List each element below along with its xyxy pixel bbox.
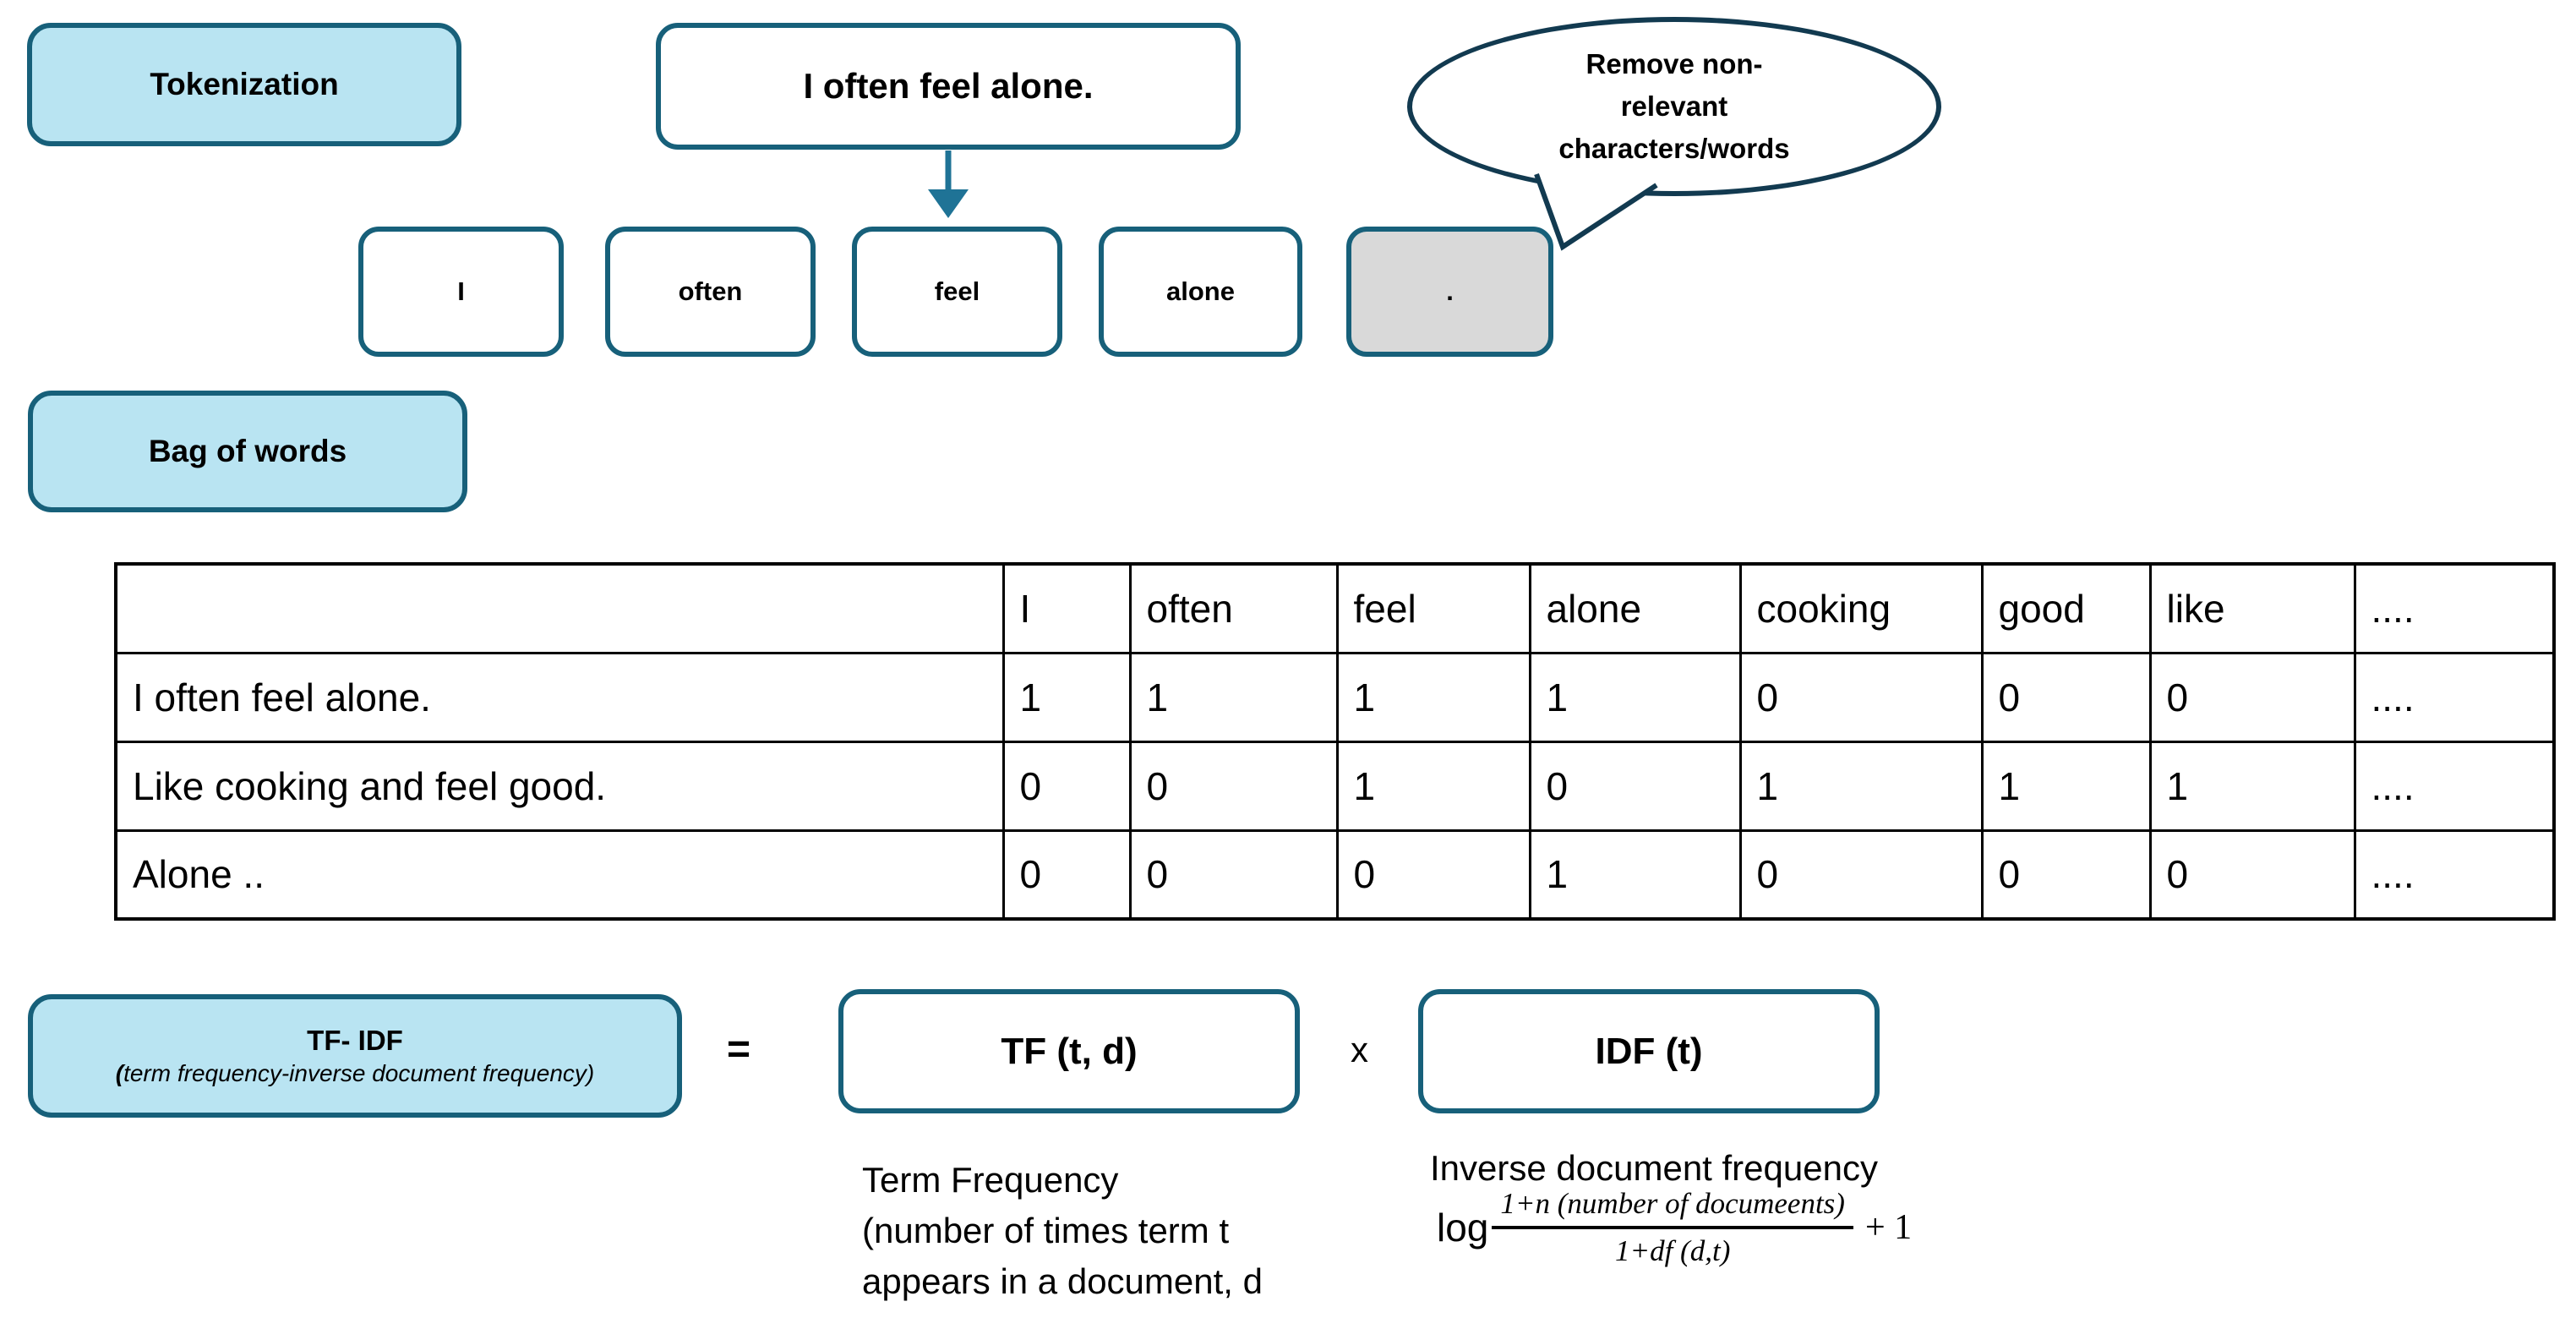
row-label-cell: Alone ..: [114, 829, 1005, 921]
value-cell: 0: [1128, 740, 1339, 832]
bag-of-words-table: I often feel alone cooking good like ...…: [114, 562, 2556, 921]
value-cell: 0: [1980, 651, 2152, 743]
table-row: Like cooking and feel good. 0 0 1 0 1 1 …: [114, 740, 2556, 832]
value-cell: ....: [2353, 740, 2556, 832]
table-row: Alone .. 0 0 0 1 0 0 0 ....: [114, 829, 2556, 921]
value-cell: ....: [2353, 829, 2556, 921]
tokenization-label: Tokenization: [27, 23, 461, 146]
header-cell: ....: [2353, 562, 2556, 654]
token-box-i: I: [358, 227, 564, 357]
tf-description-line: appears in a document, d: [862, 1261, 1263, 1301]
token-box-often: often: [605, 227, 816, 357]
value-cell: 0: [1335, 829, 1531, 921]
idf-term-box: IDF (t): [1418, 989, 1880, 1113]
token-box-alone: alone: [1099, 227, 1302, 357]
value-cell: 1: [1528, 651, 1742, 743]
value-cell: 0: [1001, 829, 1132, 921]
value-cell: 0: [2148, 829, 2356, 921]
value-cell: 1: [1001, 651, 1132, 743]
speech-bubble-line: relevant: [1620, 90, 1728, 122]
tf-description: Term Frequency (number of times term t a…: [862, 1155, 1263, 1307]
idf-formula-numerator: 1+n (number of documeents): [1492, 1187, 1853, 1229]
value-cell: 1: [1335, 740, 1531, 832]
header-cell: feel: [1335, 562, 1531, 654]
multiply-sign: x: [1351, 1030, 1368, 1069]
value-cell: 1: [2148, 740, 2356, 832]
tfidf-label: TF- IDF (term frequency-inverse document…: [28, 994, 682, 1118]
row-label-cell: I often feel alone.: [114, 651, 1005, 743]
value-cell: 0: [2148, 651, 2356, 743]
idf-formula-fraction: 1+n (number of documeents) 1+df (d,t): [1492, 1187, 1853, 1268]
tfidf-label-subtitle: (term frequency-inverse document frequen…: [115, 1060, 595, 1086]
header-cell: I: [1001, 562, 1132, 654]
value-cell: 0: [1738, 651, 1984, 743]
table-row: I often feel alone. 1 1 1 1 0 0 0 ....: [114, 651, 2556, 743]
idf-formula-plus-one: + 1: [1864, 1208, 1913, 1247]
value-cell: 0: [1128, 829, 1339, 921]
value-cell: 1: [1335, 651, 1531, 743]
idf-formula-denominator: 1+df (d,t): [1614, 1234, 1731, 1267]
token-box-feel: feel: [852, 227, 1062, 357]
sentence-box: I often feel alone.: [656, 23, 1241, 150]
header-cell: often: [1128, 562, 1339, 654]
value-cell: 0: [1980, 829, 2152, 921]
value-cell: 0: [1528, 740, 1742, 832]
idf-formula: log 1+n (number of documeents) 1+df (d,t…: [1437, 1187, 1912, 1268]
tfidf-label-title: TF- IDF: [307, 1025, 403, 1056]
tf-term-box: TF (t, d): [838, 989, 1300, 1113]
value-cell: 1: [1128, 651, 1339, 743]
speech-bubble: Remove non- relevant characters/words: [1407, 17, 1941, 196]
idf-description-title: Inverse document frequency: [1430, 1148, 1878, 1188]
tf-description-line: (number of times term t: [862, 1211, 1230, 1250]
value-cell: 1: [1980, 740, 2152, 832]
header-cell: cooking: [1738, 562, 1984, 654]
bag-of-words-label: Bag of words: [28, 391, 467, 512]
down-arrow-icon: [928, 150, 969, 218]
speech-bubble-line: characters/words: [1558, 133, 1790, 164]
idf-formula-log: log: [1437, 1206, 1489, 1250]
header-cell: [114, 562, 1005, 654]
equals-sign: =: [727, 1027, 751, 1072]
value-cell: 1: [1528, 829, 1742, 921]
tf-description-line: Term Frequency: [862, 1160, 1119, 1200]
header-cell: good: [1980, 562, 2152, 654]
header-cell: like: [2148, 562, 2356, 654]
header-cell: alone: [1528, 562, 1742, 654]
token-box-punctuation: .: [1346, 227, 1553, 357]
value-cell: 0: [1001, 740, 1132, 832]
value-cell: ....: [2353, 651, 2556, 743]
value-cell: 0: [1738, 829, 1984, 921]
table-header-row: I often feel alone cooking good like ...…: [114, 562, 2556, 654]
speech-bubble-line: Remove non-: [1585, 48, 1763, 79]
value-cell: 1: [1738, 740, 1984, 832]
row-label-cell: Like cooking and feel good.: [114, 740, 1005, 832]
